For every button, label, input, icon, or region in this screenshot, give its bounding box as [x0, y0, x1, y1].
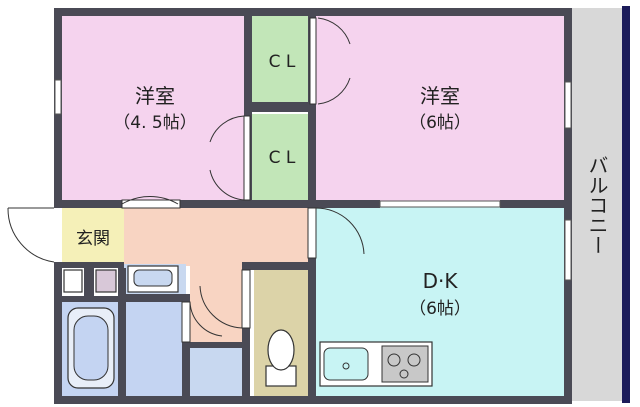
toilet-fixture [265, 329, 297, 387]
entrance-floor [62, 206, 124, 264]
closet-1-label: C L [269, 52, 296, 72]
western-room-2-name: 洋室 [420, 84, 460, 108]
balcony-label: バルコニー [585, 155, 609, 255]
dk-size: （6帖） [409, 299, 471, 319]
hall-floor-lower [190, 266, 242, 346]
balcony-area [572, 8, 622, 401]
western-room-1-name: 洋室 [135, 84, 175, 108]
washing-machine-space [63, 269, 117, 293]
washbasin [127, 265, 179, 293]
windows [54, 79, 572, 281]
western-room-2-size: （6帖） [409, 113, 471, 133]
closet-1-floor [252, 16, 312, 102]
western-room-1-size: （4. 5帖） [113, 113, 196, 133]
closet-2-floor [252, 114, 312, 202]
western-room-2-floor [316, 16, 568, 202]
wash-corner-floor [190, 346, 242, 396]
entrance-label: 玄関 [76, 229, 110, 249]
western-room-1-floor [62, 16, 248, 202]
doors [7, 17, 365, 343]
closet-2-label: C L [269, 148, 296, 168]
hall-floor [124, 206, 312, 266]
balcony-rail [622, 6, 630, 403]
bathtub [67, 307, 115, 389]
dk-name: D·K [423, 269, 459, 293]
kitchen-counter [319, 341, 433, 387]
